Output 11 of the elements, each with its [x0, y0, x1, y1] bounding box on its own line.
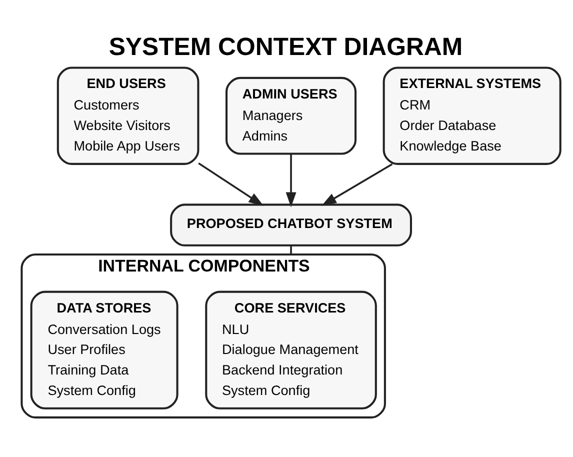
- arrow: [198, 162, 264, 206]
- node-box: CORE SERVICES NLU Dialogue Management Backend Integration System Config: [205, 290, 377, 409]
- node-box: EXTERNAL SYSTEMS CRM Order Database Knowledge Base: [382, 66, 562, 164]
- node-box: DATA STORES Conversation Logs User Profiles Training Data System Config: [30, 290, 178, 409]
- connector: [290, 245, 292, 254]
- arrow: [321, 162, 393, 206]
- arrow: [286, 153, 296, 207]
- node-box: ADMIN USERS Managers Admins: [226, 76, 357, 154]
- diagram-title: SYSTEM CONTEXT DIAGRAM: [108, 32, 463, 60]
- node-box: END USERS Customers Website Visitors Mobile App Users: [56, 66, 200, 164]
- node-box: PROPOSED CHATBOT SYSTEM: [170, 203, 412, 246]
